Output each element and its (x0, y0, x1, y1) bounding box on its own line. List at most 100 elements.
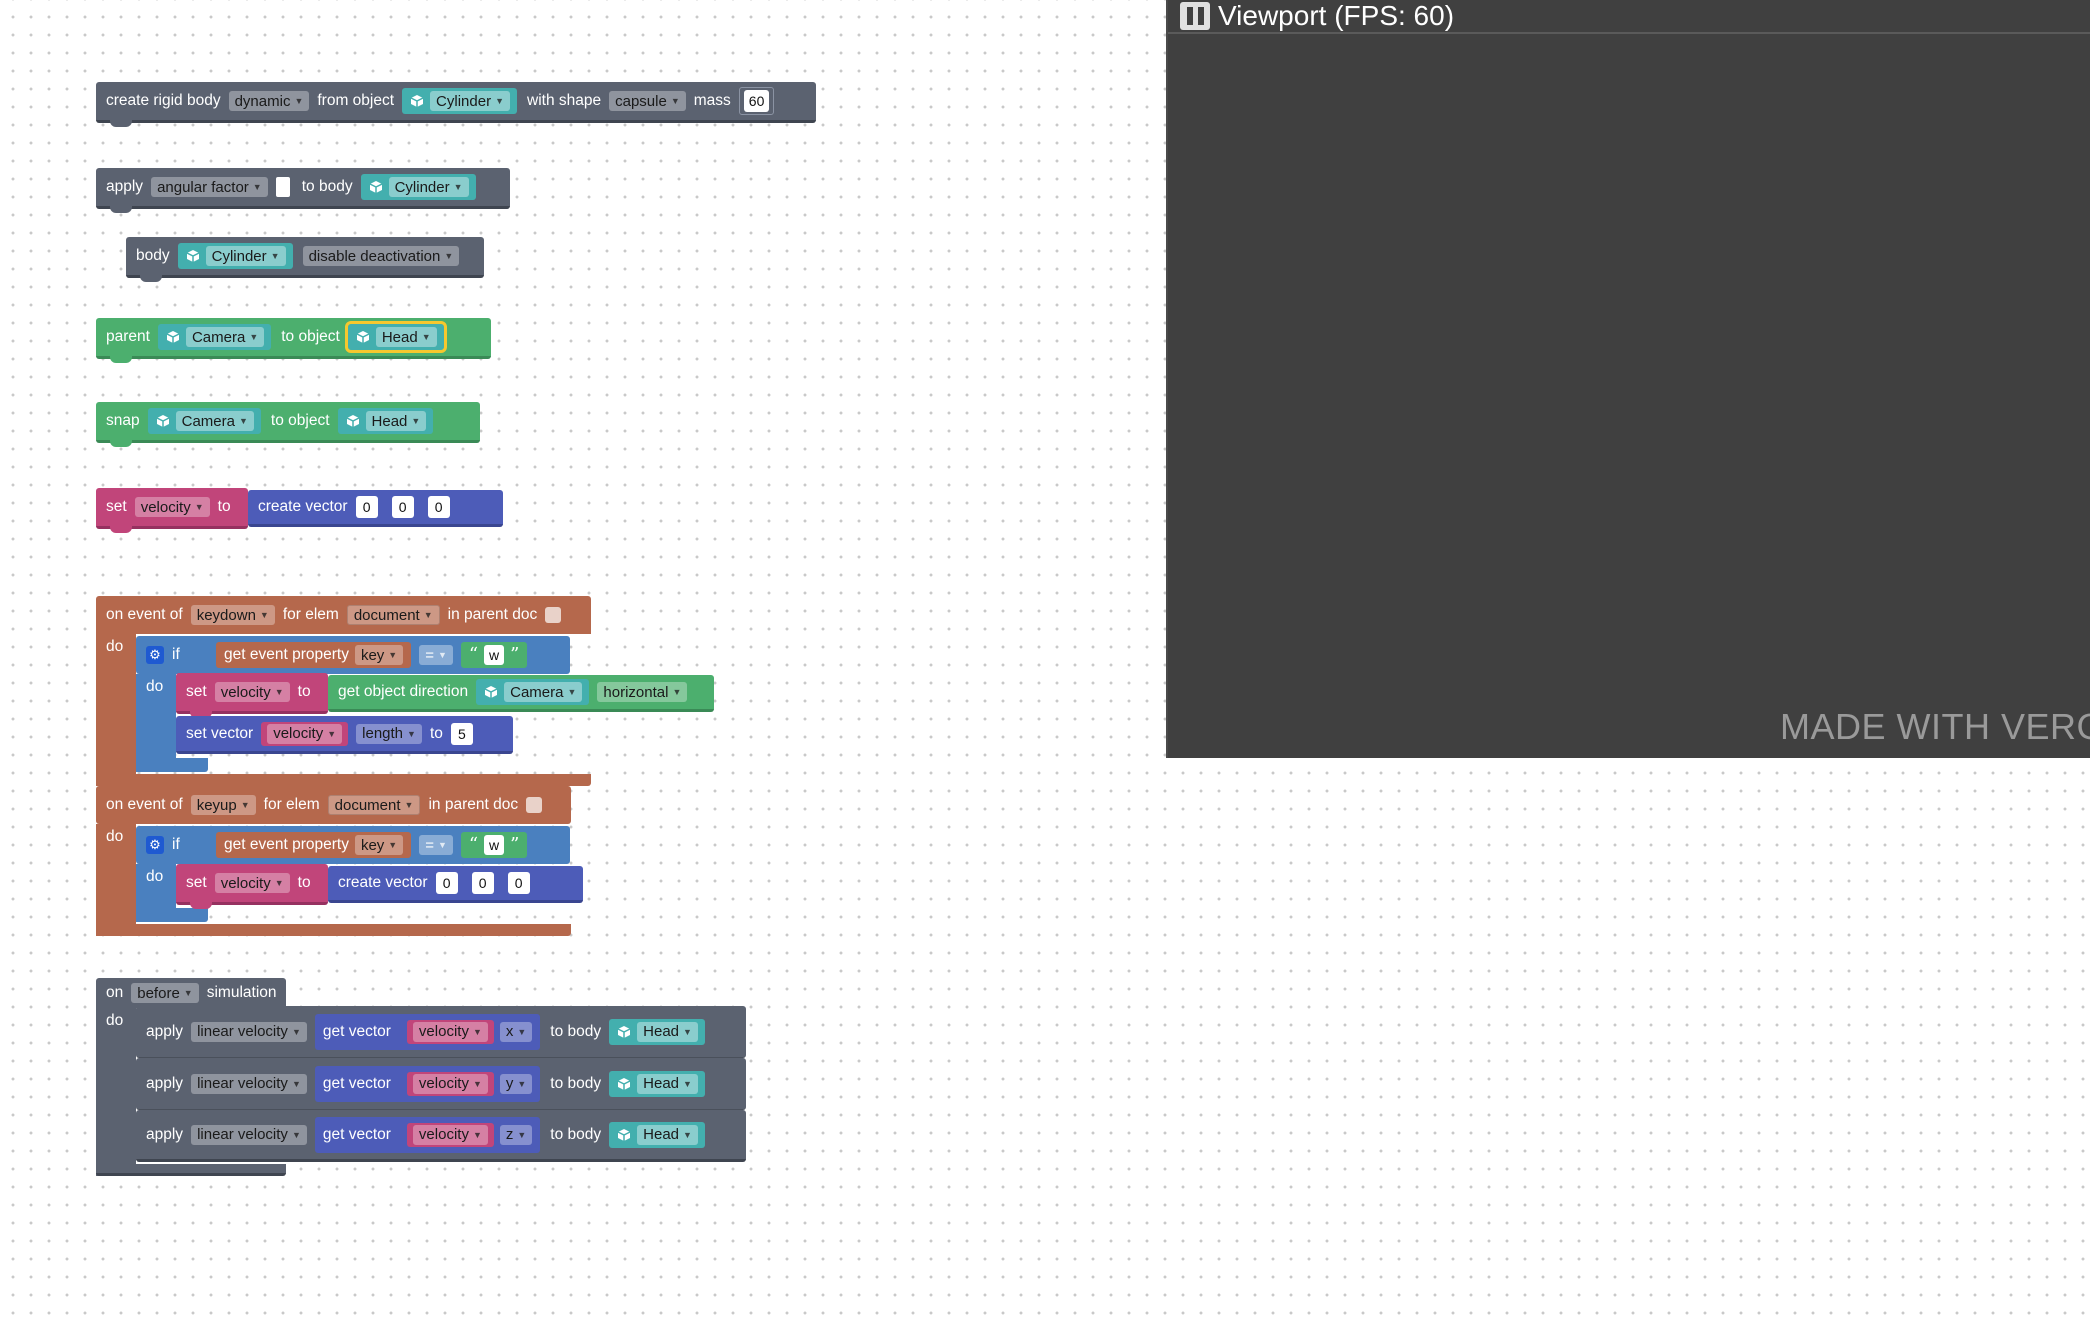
factor-dropdown[interactable]: angular factor▼ (151, 177, 268, 197)
viewport-panel[interactable]: Viewport (FPS: 60) MADE WITH VERG (1166, 0, 2090, 758)
object-dropdown[interactable]: Cylinder▼ (430, 91, 510, 111)
axis-dropdown[interactable]: x▼ (499, 1021, 533, 1042)
vector-variable-block[interactable]: velocity▼ (406, 1122, 494, 1147)
apply-linear-velocity-block[interactable]: apply linear velocity▼ get vector veloci… (136, 1058, 746, 1110)
body-dropdown[interactable]: Head▼ (637, 1021, 698, 1042)
text-literal-block[interactable]: “ w ” (460, 832, 528, 858)
get-object-direction-block[interactable]: get object direction Camera▼ horizontal▼ (328, 675, 714, 712)
object-dropdown[interactable]: Cylinder▼ (388, 177, 469, 197)
if-block-header[interactable]: ⚙ if (136, 636, 236, 674)
object-input[interactable]: Cylinder▼ (177, 243, 293, 269)
get-event-property-block[interactable]: get event property key▼ (216, 642, 412, 668)
direction-dropdown[interactable]: horizontal▼ (597, 682, 688, 702)
set-velocity-block[interactable]: set velocity▼ to (96, 488, 248, 533)
mass-input[interactable]: 60 (743, 90, 770, 112)
vector-variable-block[interactable]: velocity▼ (406, 1071, 494, 1096)
object-input[interactable]: Camera▼ (147, 408, 261, 434)
operator-dropdown[interactable]: =▼ (419, 835, 453, 855)
text-literal-block[interactable]: “ w ” (460, 642, 528, 668)
on-simulation-header[interactable]: on before▼ simulation (96, 978, 286, 1008)
body-deactivation-block[interactable]: body Cylinder▼ disable deactivation▼ (126, 237, 484, 282)
variable-dropdown[interactable]: velocity▼ (134, 497, 210, 517)
pause-icon[interactable] (1180, 2, 1210, 30)
action-dropdown[interactable]: disable deactivation▼ (302, 246, 460, 266)
create-vector-block[interactable]: create vector 0 0 0 (248, 490, 503, 527)
set-velocity-block[interactable]: set velocity▼ to (176, 864, 328, 909)
variable-dropdown[interactable]: velocity▼ (267, 723, 343, 744)
target-object-input[interactable]: Head▼ (344, 321, 447, 353)
if-block-header[interactable]: ⚙ if (136, 826, 236, 864)
in-parent-doc-checkbox[interactable] (526, 797, 543, 813)
get-vector-block[interactable]: get vector velocity▼ z▼ (314, 1116, 541, 1153)
object-dropdown[interactable]: Cylinder▼ (205, 246, 286, 266)
apply-angular-factor-block[interactable]: apply angular factor▼ to body Cylinder▼ (96, 168, 510, 213)
snap-block[interactable]: snap Camera▼ to object Head▼ (96, 402, 480, 447)
kind-dropdown[interactable]: linear velocity▼ (191, 1021, 307, 1042)
variable-dropdown[interactable]: velocity▼ (214, 873, 290, 893)
object-input[interactable]: Camera▼ (157, 324, 272, 350)
get-vector-block[interactable]: get vector velocity▼ y▼ (314, 1065, 541, 1102)
empty-input-slot[interactable] (275, 177, 290, 197)
text-input[interactable]: w (484, 835, 505, 855)
kind-dropdown[interactable]: linear velocity▼ (191, 1073, 307, 1094)
apply-linear-velocity-block[interactable]: apply linear velocity▼ get vector veloci… (136, 1110, 746, 1162)
body-input[interactable]: Head▼ (609, 1018, 705, 1045)
in-parent-doc-checkbox[interactable] (545, 607, 562, 623)
vector-variable-block[interactable]: velocity▼ (406, 1019, 494, 1044)
create-vector-block[interactable]: create vector 0 0 0 (328, 866, 583, 903)
text-input[interactable]: w (484, 645, 505, 665)
keydown-event-header[interactable]: on event of keydown▼ for elem document▼ … (96, 596, 591, 634)
variable-dropdown[interactable]: velocity▼ (412, 1021, 488, 1042)
vector-x-input[interactable]: 0 (355, 496, 378, 518)
shape-dropdown[interactable]: capsule▼ (609, 91, 686, 111)
elem-dropdown[interactable]: document▼ (346, 605, 440, 625)
get-vector-block[interactable]: get vector velocity▼ x▼ (314, 1013, 541, 1050)
keydown-event-frame[interactable] (96, 596, 591, 634)
vector-z-input[interactable]: 0 (427, 496, 450, 518)
create-rigid-body-block[interactable]: create rigid body dynamic▼ from object C… (96, 82, 816, 127)
apply-linear-velocity-block[interactable]: apply linear velocity▼ get vector veloci… (136, 1006, 746, 1058)
get-event-property-block[interactable]: get event property key▼ (216, 832, 412, 858)
variable-dropdown[interactable]: velocity▼ (214, 682, 290, 702)
length-input[interactable]: 5 (450, 722, 473, 745)
vector-y-input[interactable]: 0 (391, 496, 414, 518)
vector-y-input[interactable]: 0 (471, 872, 494, 894)
set-vector-block[interactable]: set vector velocity▼ length▼ to 5 (176, 716, 513, 754)
body-type-dropdown[interactable]: dynamic▼ (228, 91, 310, 111)
vector-z-input[interactable]: 0 (507, 872, 530, 894)
target-dropdown[interactable]: Head▼ (375, 327, 437, 347)
gear-icon[interactable]: ⚙ (146, 646, 164, 664)
property-dropdown[interactable]: key▼ (354, 835, 404, 855)
apply-velocity-row[interactable]: apply linear velocity▼ get vector veloci… (136, 1006, 746, 1164)
condition-block[interactable]: get event property key▼ =▼ “ w ” (216, 639, 562, 671)
axis-dropdown[interactable]: z▼ (499, 1124, 533, 1145)
variable-dropdown[interactable]: velocity▼ (412, 1073, 488, 1094)
object-input[interactable]: Camera▼ (476, 679, 590, 705)
when-dropdown[interactable]: before▼ (131, 983, 199, 1003)
body-input[interactable]: Head▼ (609, 1070, 705, 1097)
variable-dropdown[interactable]: velocity▼ (412, 1124, 488, 1145)
parent-block[interactable]: parent Camera▼ to object Head▼ (96, 318, 491, 363)
target-object-input[interactable]: Head▼ (337, 408, 434, 434)
object-input[interactable]: Cylinder▼ (402, 88, 517, 114)
set-velocity-block[interactable]: set velocity▼ to (176, 673, 328, 718)
body-dropdown[interactable]: Head▼ (637, 1073, 698, 1094)
kind-dropdown[interactable]: linear velocity▼ (191, 1124, 307, 1145)
condition-block[interactable]: get event property key▼ =▼ “ w ” (216, 829, 562, 861)
vector-variable-block[interactable]: velocity▼ (261, 721, 349, 746)
operator-dropdown[interactable]: =▼ (419, 645, 453, 665)
target-dropdown[interactable]: Head▼ (365, 411, 427, 431)
body-dropdown[interactable]: Head▼ (637, 1124, 698, 1145)
object-dropdown[interactable]: Camera▼ (504, 682, 583, 702)
object-dropdown[interactable]: Camera▼ (175, 411, 254, 431)
property-dropdown[interactable]: key▼ (354, 645, 404, 665)
elem-dropdown[interactable]: document▼ (327, 795, 421, 815)
gear-icon[interactable]: ⚙ (146, 836, 164, 854)
object-input[interactable]: Cylinder▼ (360, 174, 476, 200)
event-dropdown[interactable]: keydown▼ (190, 605, 275, 625)
vector-x-input[interactable]: 0 (435, 872, 458, 894)
axis-dropdown[interactable]: y▼ (499, 1073, 533, 1094)
component-dropdown[interactable]: length▼ (356, 723, 422, 744)
keyup-event-header[interactable]: on event of keyup▼ for elem document▼ in… (96, 786, 571, 824)
event-dropdown[interactable]: keyup▼ (190, 795, 256, 815)
